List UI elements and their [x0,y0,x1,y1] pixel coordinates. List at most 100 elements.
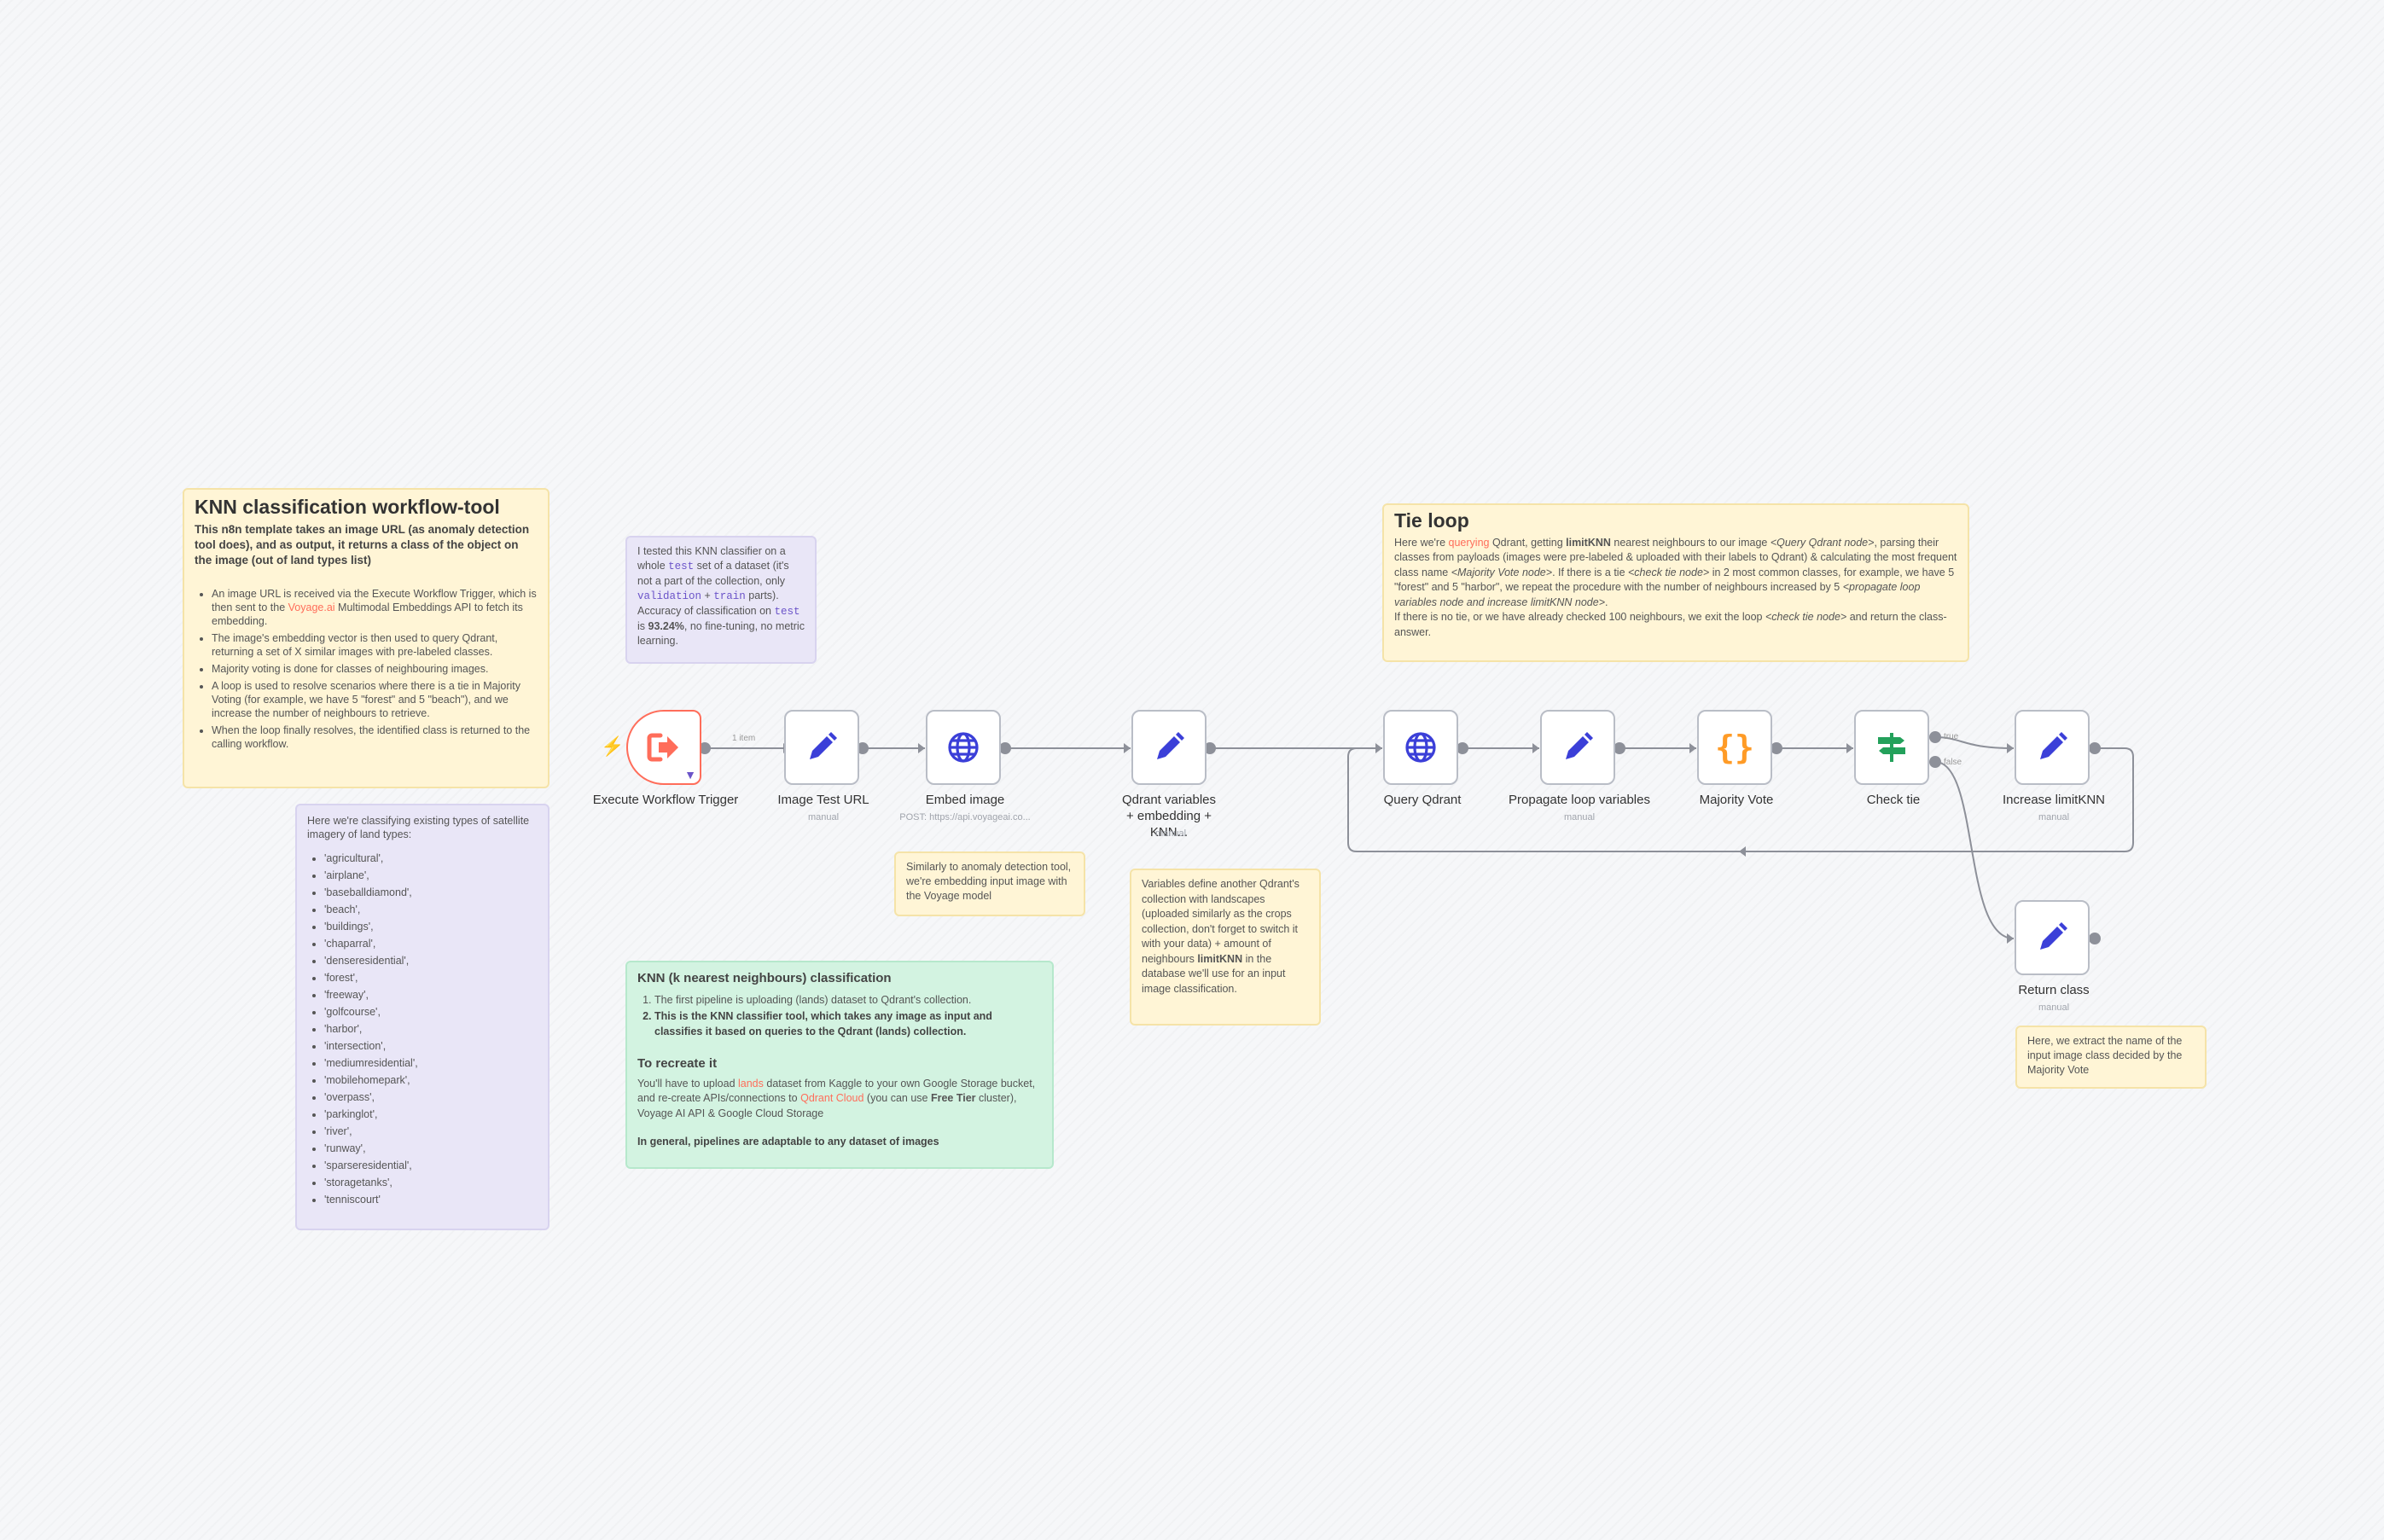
globe-icon [948,732,979,763]
node-propagate-loop-variables[interactable] [1540,710,1615,785]
sticky-note-knn-classification[interactable]: KNN (k nearest neighbours) classificatio… [625,961,1054,1169]
node-query-qdrant[interactable] [1383,710,1458,785]
overview-bullet: Majority voting is done for classes of n… [212,662,538,676]
overview-bullet: An image URL is received via the Execute… [212,587,538,628]
output-handle [1929,756,1941,768]
node-label: Check tie [1866,793,1921,807]
land-type-item: 'chaparral', [324,937,538,950]
signpost-icon [1878,733,1905,762]
node-increase-limitknn[interactable] [2015,710,2090,785]
output-handle [2089,933,2101,944]
knn-steps: The first pipeline is uploading (lands) … [637,993,1042,1040]
node-label: Image Test URL [777,793,869,807]
land-type-item: 'intersection', [324,1039,538,1053]
pencil-icon [1566,732,1593,759]
node-qdrant-variables[interactable] [1131,710,1207,785]
pencil-icon [1157,732,1184,759]
overview-intro: This n8n template takes an image URL (as… [195,523,530,567]
land-type-item: 'beach', [324,903,538,916]
node-subtitle: manual [1154,828,1187,839]
land-type-item: 'parkinglot', [324,1107,538,1121]
pencil-icon [2040,922,2067,950]
land-type-item: 'harbor', [324,1022,538,1036]
output-handle [1771,742,1782,754]
land-type-item: 'mobilehomepark', [324,1073,538,1087]
overview-title: KNN classification workflow-tool [195,496,500,518]
sticky-note-overview[interactable]: KNN classification workflow-tool This n8… [183,488,549,788]
sticky-note-variables[interactable]: Variables define another Qdrant's collec… [1130,869,1321,1026]
land-type-item: 'tenniscourt' [324,1193,538,1206]
node-subtitle: manual [2038,1002,2070,1013]
land-type-item: 'airplane', [324,869,538,882]
sticky-note-tie-loop[interactable]: Tie loop Here we're querying Qdrant, get… [1382,503,1969,662]
land-types-list: 'agricultural','airplane','baseballdiamo… [307,851,538,1206]
pin-icon: ▼ [684,768,696,782]
tie-loop-title: Tie loop [1394,509,1469,532]
land-type-item: 'sparseresidential', [324,1159,538,1172]
node-label: Majority Vote [1699,793,1774,807]
node-label: Return class [2018,983,2090,997]
knn-recreate-text: You'll have to upload lands dataset from… [637,1077,1036,1119]
output-handle [999,742,1011,754]
arrowhead [2007,933,2014,944]
node-subtitle: manual [1563,812,1596,822]
node-execute-workflow-trigger[interactable]: ▼ [626,710,701,785]
arrowhead [1124,743,1131,753]
node-subtitle: POST: https://api.voyageai.co... [899,812,1031,822]
node-label: Propagate loop variables [1509,793,1650,807]
sticky-note-return[interactable]: Here, we extract the name of the input i… [2015,1026,2207,1089]
overview-bullet: The image's embedding vector is then use… [212,631,538,659]
node-label: Embed image [925,793,1005,807]
land-type-item: 'forest', [324,971,538,985]
land-type-item: 'mediumresidential', [324,1056,538,1070]
node-image-test-url[interactable] [784,710,859,785]
node-label: Execute Workflow Trigger [592,793,739,807]
arrowhead [1739,846,1746,857]
connection-item-count: 1 item [732,734,756,743]
land-types-intro: Here we're classifying existing types of… [307,815,530,840]
connection-check-tie-false [1934,761,2015,939]
tie-loop-paragraph-2: If there is no tie, or we have already c… [1394,611,1947,638]
knn-footer: In general, pipelines are adaptable to a… [637,1136,939,1148]
connection-true-label: true [1944,732,1959,741]
node-label: Query Qdrant [1383,793,1462,807]
pencil-icon [810,732,837,759]
node-label: Increase limitKNN [2002,793,2106,807]
node-subtitle: manual [2038,812,2070,822]
overview-bullet: A loop is used to resolve scenarios wher… [212,679,538,720]
land-type-item: 'river', [324,1124,538,1138]
tie-loop-paragraph-1: Here we're querying Qdrant, getting limi… [1394,536,1957,608]
pencil-icon [2040,732,2067,759]
sticky-note-embedding[interactable]: Similarly to anomaly detection tool, we'… [894,851,1085,916]
sticky-note-land-types[interactable]: Here we're classifying existing types of… [295,804,549,1230]
arrowhead [1689,743,1696,753]
globe-icon [1405,732,1436,763]
land-type-item: 'storagetanks', [324,1176,538,1189]
output-handle [1929,731,1941,743]
node-embed-image[interactable] [926,710,1001,785]
node-return-class[interactable] [2015,900,2090,975]
land-type-item: 'overpass', [324,1090,538,1104]
connection-false-label: false [1944,758,1962,767]
land-type-item: 'baseballdiamond', [324,886,538,899]
node-label: Qdrant variables + embedding + KNN... [1121,793,1217,840]
knn-step: The first pipeline is uploading (lands) … [654,993,1042,1008]
land-type-item: 'golfcourse', [324,1005,538,1019]
sign-out-icon [647,733,678,762]
knn-recreate-title: To recreate it [637,1056,718,1071]
node-majority-vote[interactable]: {} [1697,710,1772,785]
land-type-item: 'denseresidential', [324,954,538,968]
arrowhead [1375,743,1382,753]
land-type-item: 'buildings', [324,920,538,933]
output-handle [1457,742,1468,754]
arrowhead [1532,743,1539,753]
overview-bullet: When the loop finally resolves, the iden… [212,724,538,751]
node-check-tie[interactable] [1854,710,1929,785]
land-type-item: 'runway', [324,1142,538,1155]
code-braces-icon: {} [1715,729,1754,766]
trigger-lightning-icon: ⚡ [601,735,625,757]
knn-title: KNN (k nearest neighbours) classificatio… [637,971,892,985]
output-handle [2089,742,2101,754]
sticky-note-test-accuracy[interactable]: I tested this KNN classifier on a whole … [625,536,817,664]
overview-bullets: An image URL is received via the Execute… [195,587,538,751]
